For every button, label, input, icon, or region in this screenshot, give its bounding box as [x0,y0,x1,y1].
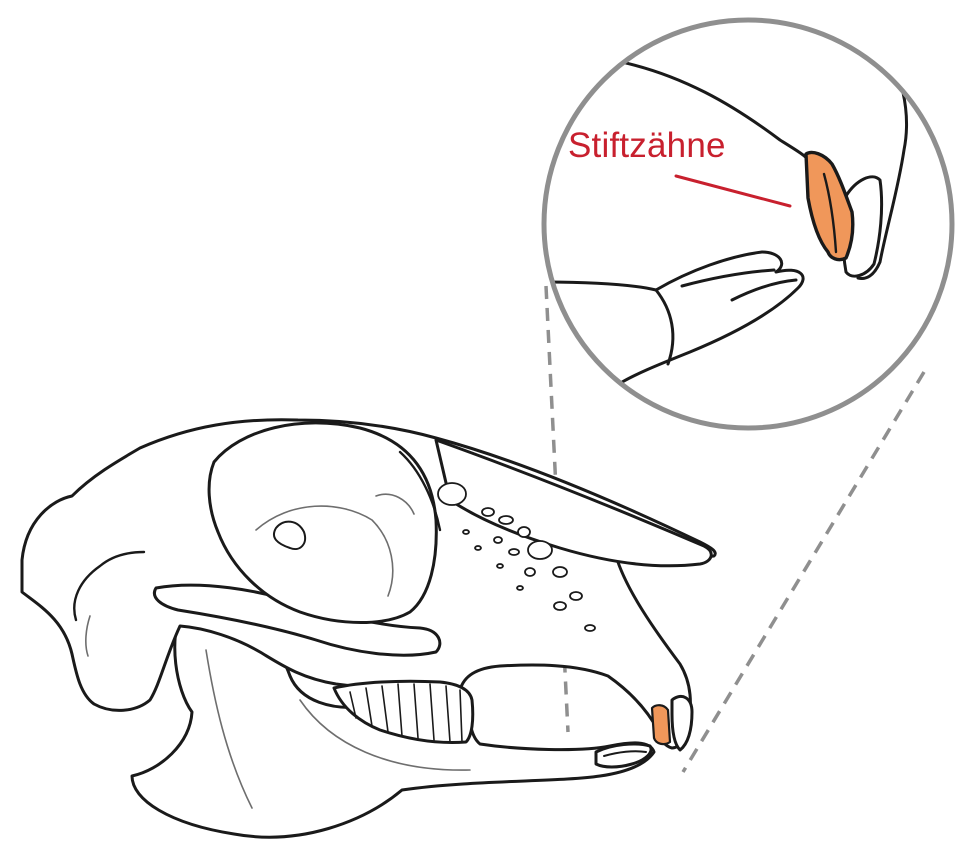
upper-incisor-front [672,696,692,750]
callout-connector-right [683,372,924,772]
magnifier-circle [540,20,952,428]
peg-teeth-label: Stiftzähne [568,128,726,163]
upper-incisor-small-tooth [652,705,670,744]
skull [22,420,715,837]
